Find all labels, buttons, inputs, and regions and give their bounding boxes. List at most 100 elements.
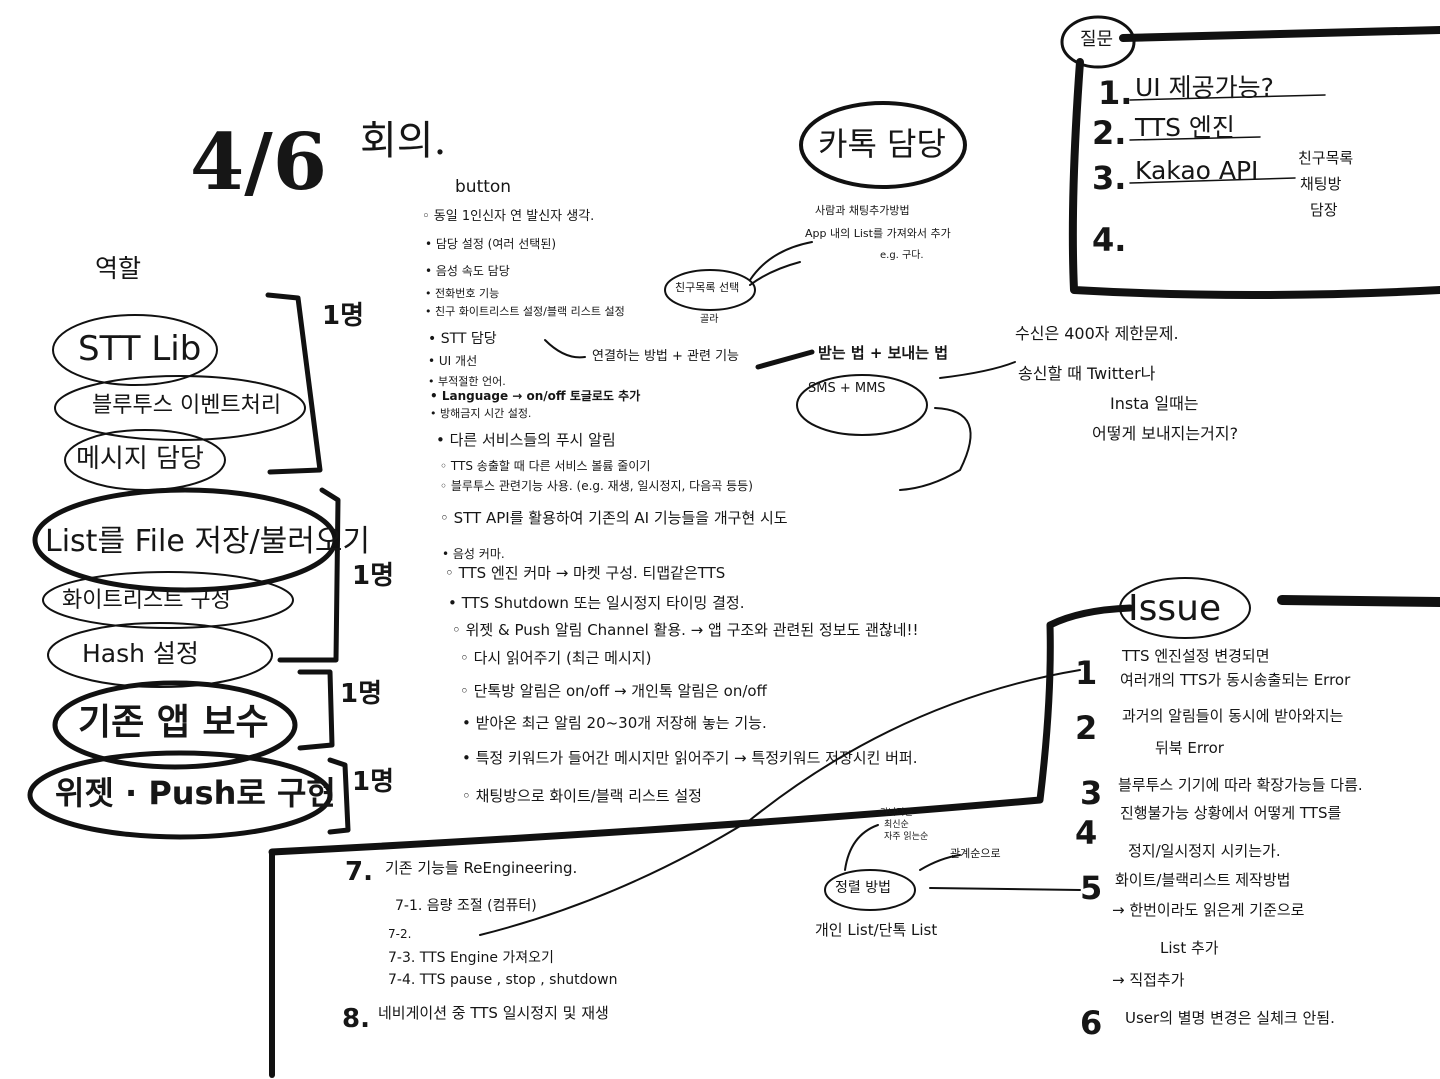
note-line: ◦ TTS 송출할 때 다른 서비스 볼륨 줄이기 bbox=[440, 459, 651, 473]
question-note: 친구목록 bbox=[1298, 149, 1354, 167]
flow-note-2: App 내의 List를 가져와서 추가 bbox=[805, 227, 951, 240]
role-ellipse-hash bbox=[47, 622, 273, 688]
question-note: 채팅방 bbox=[1300, 175, 1342, 193]
issue-line: 블루투스 기기에 따라 확장가능들 다름. bbox=[1118, 776, 1363, 794]
note-line: ◦ 채팅방으로 화이트/블랙 리스트 설정 bbox=[462, 787, 702, 805]
question-text: UI 제공가능? bbox=[1135, 73, 1274, 102]
arrow-friend-up bbox=[749, 241, 813, 281]
note-line: • 받아온 최근 알림 20~30개 저장해 놓는 기능. bbox=[462, 714, 767, 732]
question-label: 질문 bbox=[1080, 29, 1114, 50]
issue-num: 2 bbox=[1075, 709, 1098, 747]
arrow-stt-thick bbox=[755, 349, 815, 370]
bracket-3 bbox=[297, 669, 335, 751]
limit-label: 수신은 400자 제한문제. bbox=[1015, 324, 1179, 343]
note-line: • 음성 커마. bbox=[442, 547, 505, 561]
arrow-sort-up bbox=[844, 824, 879, 871]
friend-list-label: 친구목록 선택 bbox=[675, 281, 740, 294]
role-message: 메시지 담당 bbox=[76, 444, 204, 474]
note-line: • 방해금지 시간 설정. bbox=[430, 407, 532, 420]
issue-line: 뒤북 Error bbox=[1155, 739, 1224, 757]
role-count-3: 1명 bbox=[340, 679, 383, 709]
how-send-label: 어떻게 보내지는거지? bbox=[1092, 424, 1239, 443]
question-box-border bbox=[1068, 26, 1440, 299]
sort-list-label: 개인 List/단톡 List bbox=[815, 921, 938, 939]
arrow-sort bbox=[929, 887, 1081, 891]
q-underline-1 bbox=[1129, 94, 1326, 101]
arrow-long-curve bbox=[479, 669, 1081, 936]
role-count-2: 1명 bbox=[352, 561, 395, 591]
flow-note-1: 사람과 채팅추가방법 bbox=[815, 204, 910, 217]
note-line: ◦ 블루투스 관련기능 사용. (e.g. 재생, 일시정지, 다음곡 등등) bbox=[440, 479, 753, 493]
note-line: ◦ STT API를 활용하여 기존의 AI 기능들을 개구현 시도 bbox=[440, 509, 788, 527]
notes-header: button bbox=[455, 177, 512, 197]
issue-line: 정지/일시정지 시키는가. bbox=[1128, 842, 1281, 860]
note-line: ◦ 위젯 & Push 알림 Channel 활용. → 앱 구조와 관련된 정… bbox=[452, 621, 919, 639]
issue-divider bbox=[268, 604, 1134, 856]
note-line: • 다른 서비스들의 푸시 알림 bbox=[436, 431, 616, 449]
note-line: • 부적절한 언어. bbox=[428, 375, 506, 388]
note-line: ◦ 동일 1인신자 연 발신자 생각. bbox=[422, 209, 595, 224]
role-ellipse-stt bbox=[52, 314, 218, 386]
note-line: • UI 개선 bbox=[428, 354, 478, 368]
arrow-friend-right bbox=[749, 261, 801, 286]
question-num: 1. bbox=[1098, 74, 1133, 112]
feature-line: 7-2. bbox=[388, 927, 412, 941]
issue-line: 화이트/블랙리스트 제작방법 bbox=[1115, 871, 1291, 889]
feature-line: 7-4. TTS pause , stop , shutdown bbox=[388, 972, 618, 988]
feature-line: 7-3. TTS Engine 가져오기 bbox=[388, 950, 554, 966]
insta-label: Insta 일때는 bbox=[1110, 394, 1199, 413]
feature-line: 네비게이션 중 TTS 일시정지 및 재생 bbox=[378, 1004, 609, 1022]
role-list-file: List를 File 저장/불러오기 bbox=[45, 524, 371, 559]
issue-circle bbox=[1119, 577, 1251, 639]
issue-line: TTS 엔진설정 변경되면 bbox=[1122, 647, 1270, 665]
role-ellipse-repair bbox=[52, 680, 298, 770]
issue-line: 과거의 알림들이 동시에 받아와지는 bbox=[1122, 707, 1344, 725]
note-line: • Language → on/off 토글로도 추가 bbox=[430, 389, 641, 403]
role-repair: 기존 앱 보수 bbox=[78, 702, 269, 743]
note-line: ◦ 단톡방 알림은 on/off → 개인톡 알림은 on/off bbox=[460, 682, 767, 700]
question-text: TTS 엔진 bbox=[1135, 113, 1235, 142]
issue-line: → 직접추가 bbox=[1112, 971, 1185, 989]
role-whitelist: 화이트리스트 구성 bbox=[62, 588, 231, 613]
feature-num: 7. bbox=[345, 857, 373, 887]
arrow-curve-back bbox=[899, 407, 972, 491]
feature-line: 기존 기능들 ReEngineering. bbox=[385, 859, 578, 877]
issue-line: 여러개의 TTS가 동시송출되는 Error bbox=[1120, 671, 1351, 689]
bracket-4 bbox=[327, 757, 351, 835]
recv-send-label: 받는 법 + 보내는 법 bbox=[818, 344, 949, 362]
q-underline-3 bbox=[1129, 177, 1296, 184]
question-num: 2. bbox=[1092, 114, 1127, 152]
sort-circle-label: 정렬 방법 bbox=[835, 880, 891, 896]
issue-num: 4 bbox=[1075, 814, 1098, 852]
question-num: 3. bbox=[1092, 159, 1127, 197]
bracket-2 bbox=[277, 487, 341, 663]
note-line: • TTS Shutdown 또는 일시정지 타이밍 결정. bbox=[448, 594, 745, 612]
question-note: 담장 bbox=[1310, 201, 1338, 219]
issue-line: → 한번이라도 읽은게 기준으로 bbox=[1112, 901, 1305, 919]
role-ellipse-widget bbox=[27, 750, 333, 840]
note-line: • STT 담당 bbox=[428, 331, 497, 347]
question-num: 4. bbox=[1092, 221, 1127, 259]
role-hash: Hash 설정 bbox=[82, 639, 199, 668]
arrow-limit bbox=[939, 361, 1016, 379]
role-count-1: 1명 bbox=[322, 301, 365, 331]
bracket-1 bbox=[265, 292, 323, 475]
sms-label: SMS + MMS bbox=[808, 381, 886, 396]
issue-top-line bbox=[1277, 595, 1440, 607]
note-line: • 전화번호 기능 bbox=[425, 287, 500, 300]
role-ellipse-white bbox=[42, 571, 294, 629]
twitter-label: 송신할 때 Twitter나 bbox=[1018, 364, 1156, 383]
stt-method-label: 연결하는 방법 + 관련 기능 bbox=[592, 349, 740, 364]
role-bluetooth: 블루투스 이벤트처리 bbox=[92, 393, 282, 418]
feature-line: 7-1. 음량 조절 (컴퓨터) bbox=[395, 898, 537, 914]
note-line: ◦ TTS 엔진 커마 → 마켓 구성. 티맵같은TTS bbox=[445, 564, 726, 582]
friend-list-circle bbox=[664, 269, 756, 311]
issue-num: 5 bbox=[1080, 869, 1103, 907]
sort-right-note: 관계순으로 bbox=[950, 847, 1001, 860]
q-underline-2 bbox=[1129, 136, 1261, 141]
sms-circle bbox=[796, 374, 928, 436]
arrow-stt bbox=[544, 339, 586, 359]
question-text: Kakao API bbox=[1135, 156, 1259, 185]
note-line: • 음성 속도 담당 bbox=[425, 264, 510, 278]
